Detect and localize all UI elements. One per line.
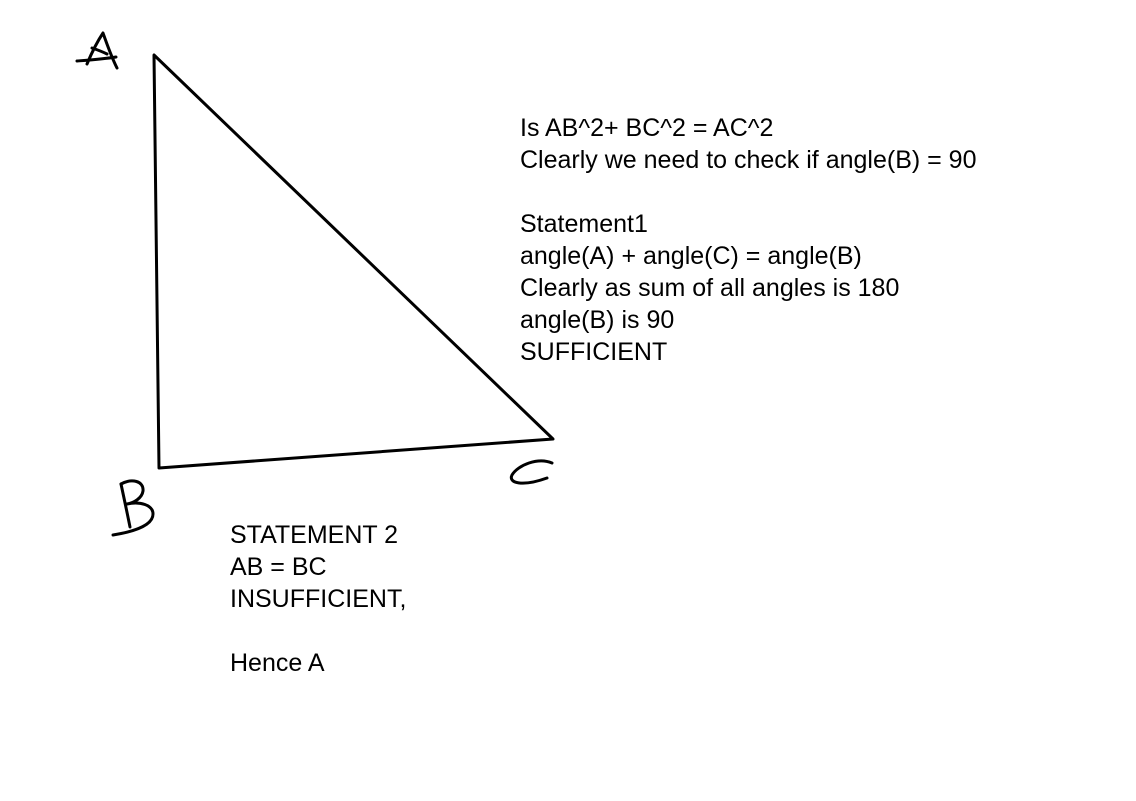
note-line: Hence A [230,649,325,677]
note-line-blank [230,615,406,647]
note-line: angle(B) is 90 [520,306,675,334]
vertex-label-a: A [75,31,119,70]
note-line: Is AB^2+ BC^2 = AC^2 [520,114,774,142]
vertex-label-b: B [111,479,155,537]
vertex-label-c: C [509,459,554,485]
note-line-blank [520,176,977,208]
note-line: SUFFICIENT [520,338,668,366]
note-line: Clearly we need to check if angle(B) = 9… [520,146,977,174]
note-line: STATEMENT 2 [230,521,399,549]
note-line: AB = BC [230,553,327,581]
note-line: INSUFFICIENT, [230,585,407,613]
triangle-abc [152,53,555,470]
note-line: Clearly as sum of all angles is 180 [520,274,900,302]
note-line: angle(A) + angle(C) = angle(B) [520,242,862,270]
note-line: Statement1 [520,210,648,238]
notes-right: Is AB^2+ BC^2 = AC^2 Clearly we need to … [520,112,977,368]
notes-bottom: STATEMENT 2 AB = BC INSUFFICIENT, Hence … [230,519,406,679]
